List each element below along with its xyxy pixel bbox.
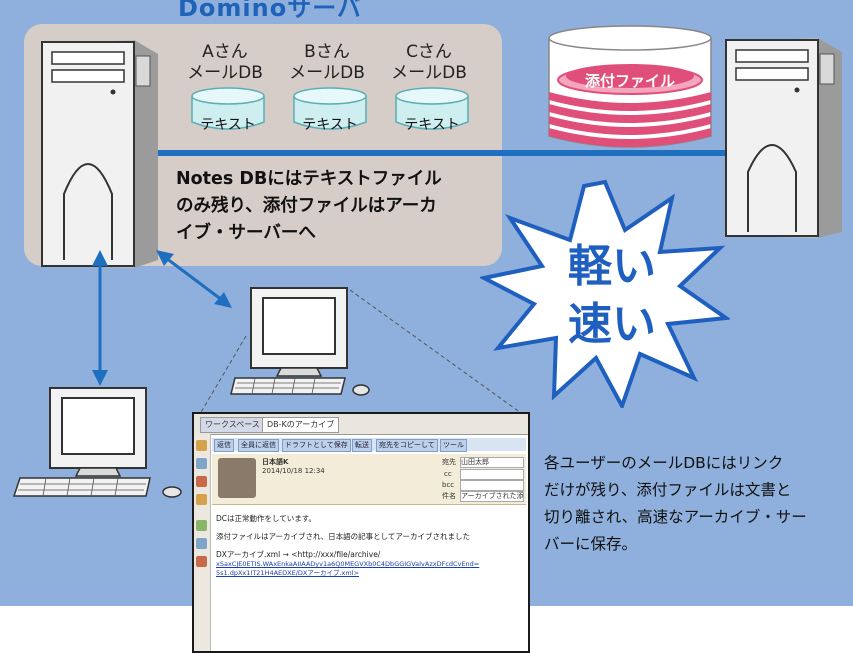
mail-db-c-cylinder-icon <box>395 87 469 130</box>
action-reply[interactable]: 返信 <box>214 439 234 452</box>
notes-line-3: イブ・サーバーへ <box>176 223 316 243</box>
subject-label: 件名 <box>442 492 456 500</box>
mail-db-b-content: テキスト <box>302 117 358 133</box>
desc-line-1: 各ユーザーのメールDBにはリンク <box>544 454 784 472</box>
cc-field[interactable] <box>460 469 524 480</box>
archive-link-label: DXアーカイブ.xml → <http://xxx/file/archive/ <box>216 550 381 559</box>
mail-db-c-user: Cさん <box>406 42 452 62</box>
client-pc-1-icon <box>230 287 370 396</box>
domino-server-icon <box>41 40 158 268</box>
desc-line-2: だけが残り、添付ファイルは文書と <box>544 481 792 499</box>
body-line-1: DCは正常動作をしています。 <box>216 514 317 523</box>
action-copy-to[interactable]: 宛先をコピーして <box>376 439 438 452</box>
notes-db-explanation: Notes DBにはテキストファイル のみ残り、添付ファイルはアーカ イブ・サー… <box>176 166 496 247</box>
notes-line-2: のみ残り、添付ファイルはアーカ <box>176 196 437 216</box>
desc-line-4: バーに保存。 <box>544 535 638 553</box>
mail-db-b-user: Bさん <box>304 42 350 62</box>
network-line <box>158 150 726 156</box>
archive-description: 各ユーザーのメールDBにはリンク だけが残り、添付ファイルは文書と 切り離され、… <box>544 450 824 558</box>
notes-tab-bar: ワークスペース DB-Kのアーカイブ <box>194 414 528 435</box>
action-forward[interactable]: 転送 <box>352 439 372 452</box>
notes-action-bar: 返信 全員に返信 ドラフトとして保存 転送 宛先をコピーして ツール <box>212 438 526 452</box>
subject-field[interactable]: アーカイブされた添付ファイル <box>460 491 524 502</box>
mail-db-b-name: メールDB <box>289 63 365 83</box>
archive-storage-cylinder-icon <box>548 25 712 148</box>
archive-server-icon <box>725 38 842 238</box>
burst-line-1: 軽い <box>568 241 656 292</box>
body-line-2: 添付ファイルはアーカイブされ、日本語の記事としてアーカイブされました <box>216 532 470 541</box>
notes-bookmark-bar <box>194 434 211 651</box>
tab-workspace[interactable]: ワークスペース <box>200 417 265 433</box>
burst-shape <box>480 179 730 408</box>
action-save-draft[interactable]: ドラフトとして保存 <box>282 439 351 452</box>
mail-db-c-name: メールDB <box>391 63 467 83</box>
action-tools[interactable]: ツール <box>440 439 467 452</box>
mail-db-a-user: Aさん <box>202 42 248 62</box>
bcc-field[interactable] <box>460 480 524 491</box>
to-label: 宛先 <box>442 458 456 466</box>
bcc-label: bcc <box>442 481 455 489</box>
mail-db-c-label: Cさん メールDB <box>379 42 479 84</box>
mail-db-c-content: テキスト <box>404 117 460 133</box>
tab-archive-mail[interactable]: DB-Kのアーカイブ <box>262 417 340 433</box>
action-reply-all[interactable]: 全員に返信 <box>238 439 279 452</box>
notes-client-screenshot: ワークスペース DB-Kのアーカイブ 返信 全員に返信 ドラフトとして保存 転送… <box>192 412 530 653</box>
sender-photo <box>218 458 256 498</box>
mail-db-a-cylinder-icon <box>191 87 265 130</box>
mail-db-a-content: テキスト <box>200 117 256 133</box>
mail-db-b-cylinder-icon <box>293 87 367 130</box>
mail-db-a-label: Aさん メールDB <box>175 42 275 84</box>
to-field[interactable]: 山田太郎 <box>460 457 524 468</box>
notes-line-1: Notes DBにはテキストファイル <box>176 169 442 189</box>
desc-line-3: 切り離され、高速なアーカイブ・サー <box>544 508 807 526</box>
archive-link-1[interactable]: xSaxCJE0ETIS.WAxEnkaAIIAADyv1a6Q0MEGVXb0… <box>216 560 480 568</box>
mail-db-a-name: メールDB <box>187 63 263 83</box>
burst-line-2: 速い <box>568 299 656 350</box>
archive-stack-label: 添付ファイル <box>584 72 675 90</box>
client-pc-2-icon <box>12 387 182 498</box>
mail-db-b-label: Bさん メールDB <box>277 42 377 84</box>
memo-header: 日本語K 2014/10/18 12:34 宛先 山田太郎 cc bcc 件名 … <box>212 454 526 505</box>
burst-text: 軽い 速い <box>537 238 687 354</box>
cc-label: cc <box>444 470 452 478</box>
memo-name: 日本語K <box>262 458 289 466</box>
memo-date: 2014/10/18 12:34 <box>262 467 325 475</box>
archive-link-2[interactable]: 5s1.dpXx1IT21H4AEDXE/DXアーカイブ.xml> <box>216 569 359 577</box>
diagram-title: Dominoサーバ <box>178 0 362 22</box>
